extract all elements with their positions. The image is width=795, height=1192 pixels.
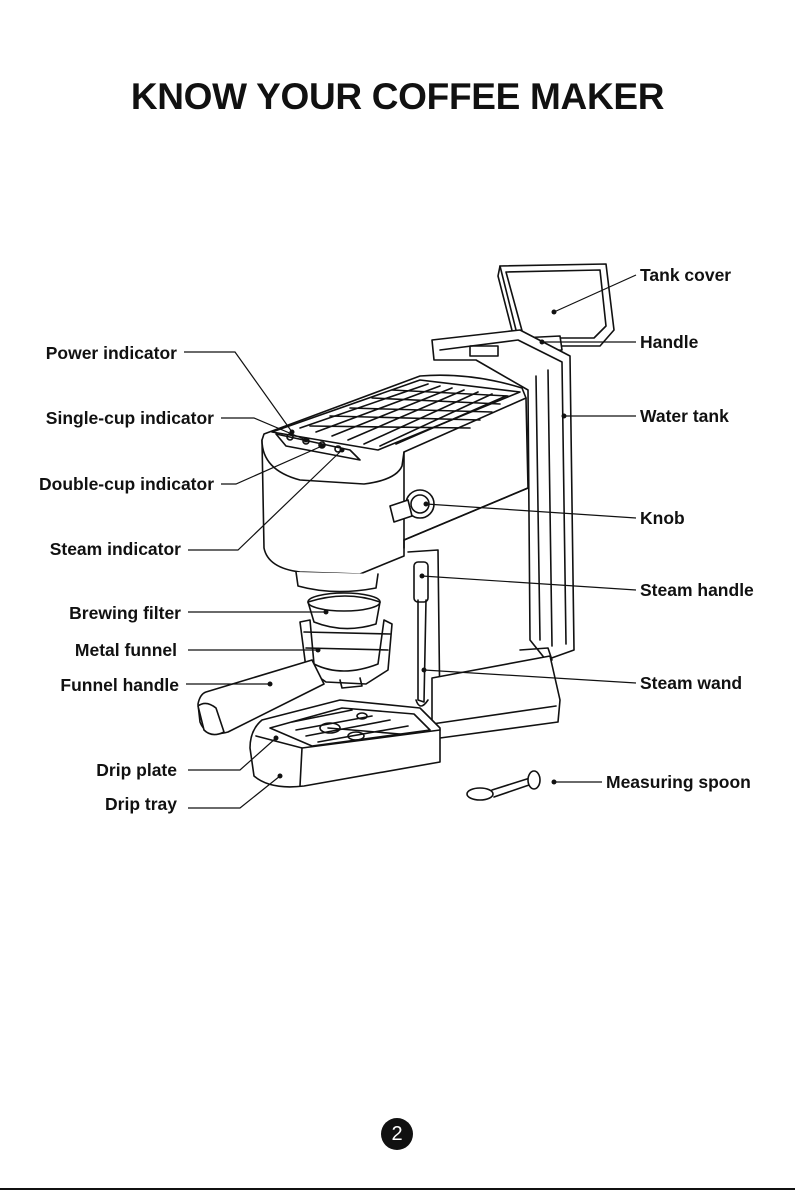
label-brewing-filter: Brewing filter bbox=[69, 603, 181, 623]
machine-base-shape bbox=[432, 648, 560, 738]
measuring-spoon-shape bbox=[467, 771, 540, 800]
drip-tray-shape bbox=[250, 700, 440, 787]
bottom-divider bbox=[0, 1188, 795, 1190]
label-knob: Knob bbox=[640, 508, 685, 528]
label-water-tank: Water tank bbox=[640, 406, 729, 426]
label-drip-tray: Drip tray bbox=[105, 794, 177, 814]
label-funnel-handle: Funnel handle bbox=[60, 675, 179, 695]
label-tank-cover: Tank cover bbox=[640, 265, 731, 285]
label-measuring-spoon: Measuring spoon bbox=[606, 772, 751, 792]
label-single-cup-indicator: Single-cup indicator bbox=[46, 408, 214, 428]
label-steam-wand: Steam wand bbox=[640, 673, 742, 693]
label-drip-plate: Drip plate bbox=[96, 760, 177, 780]
label-handle: Handle bbox=[640, 332, 698, 352]
label-steam-handle: Steam handle bbox=[640, 580, 754, 600]
label-double-cup-indicator: Double-cup indicator bbox=[39, 474, 214, 494]
label-steam-indicator: Steam indicator bbox=[50, 539, 181, 559]
machine-body-shape bbox=[262, 375, 528, 574]
page-number-badge: 2 bbox=[381, 1118, 413, 1150]
label-metal-funnel: Metal funnel bbox=[75, 640, 177, 660]
label-power-indicator: Power indicator bbox=[46, 343, 177, 363]
